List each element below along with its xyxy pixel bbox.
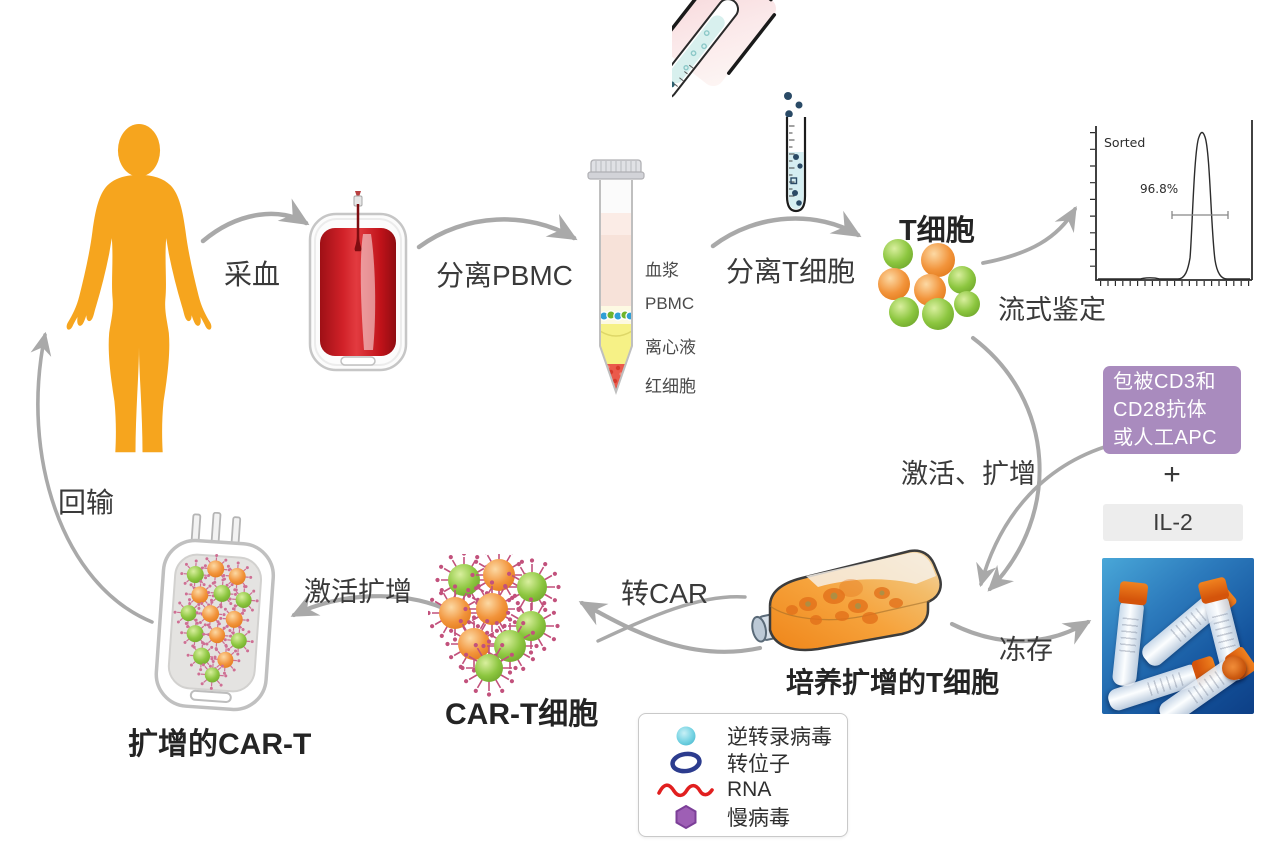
arrow-separate-t xyxy=(710,210,862,249)
tube-layer-label-plasma: 血浆 xyxy=(645,261,679,280)
arrow-reinfuse xyxy=(30,331,154,624)
arrow-freeze xyxy=(949,619,1092,645)
arrow-transduce-car-ribbon xyxy=(596,595,747,643)
infusion-bag-icon xyxy=(154,512,276,712)
antibody-box-line3: 或人工APC xyxy=(1113,427,1218,449)
plus-sign: + xyxy=(1163,458,1181,491)
retrovirus-icon xyxy=(655,724,717,748)
legend-label: 慢病毒 xyxy=(727,806,790,830)
il2-box: IL-2 xyxy=(1103,504,1243,541)
flow-histogram: Sorted 96.8% xyxy=(1090,120,1253,286)
legend-label: RNA xyxy=(727,777,772,801)
flow-plot-peak xyxy=(1098,131,1250,280)
flow-plot-percent: 96.8% xyxy=(1140,182,1178,196)
cryovial xyxy=(1111,600,1145,688)
legend-row-retrovirus: 逆转录病毒 xyxy=(655,722,847,749)
arrow-activate-expand-2 xyxy=(290,593,455,618)
arrow-stimulation-to-flask xyxy=(976,441,1120,588)
antibody-box-line1: 包被CD3和 xyxy=(1113,371,1217,393)
label-car-t-cells: CAR-T细胞 xyxy=(445,698,599,731)
legend-row-lentivirus: 慢病毒 xyxy=(655,803,847,830)
bag-cells-group xyxy=(172,553,260,691)
legend-label: 逆转录病毒 xyxy=(727,725,832,749)
arrow-activate-expand xyxy=(971,336,1042,592)
legend-box: 逆转录病毒 转位子 RNA 慢病毒 xyxy=(638,713,848,837)
label-activate-expand-2: 激活扩增 xyxy=(304,577,412,607)
arrow-separate-pbmc xyxy=(416,213,578,250)
patient-silhouette xyxy=(66,124,212,453)
t-cell-cluster-icon xyxy=(878,239,980,330)
antibody-box-line2: CD28抗体 xyxy=(1113,399,1208,421)
label-expanded-car-t: 扩增的CAR-T xyxy=(128,728,312,761)
flow-plot-gate xyxy=(1171,211,1229,219)
label-activate-expand: 激活、扩增 xyxy=(901,459,1036,489)
arrow-to-flow-plot xyxy=(981,206,1077,265)
flow-plot-title: Sorted xyxy=(1104,135,1145,150)
tube-layer-label-rbc: 红细胞 xyxy=(645,377,696,396)
label-reinfuse: 回输 xyxy=(58,487,115,518)
label-t-cells: T细胞 xyxy=(899,215,975,247)
tube-layer-label-medium: 离心液 xyxy=(645,338,696,357)
car-t-cell-cluster-icon xyxy=(428,554,576,698)
lentivirus-icon xyxy=(655,804,717,830)
blood-bag-icon xyxy=(308,191,408,372)
arrow-draw-blood xyxy=(200,198,310,244)
label-cultured-t-cells: 培养扩增的T细胞 xyxy=(786,667,1000,698)
label-separate-t-cells: 分离T细胞 xyxy=(726,256,856,287)
transposon-icon xyxy=(655,750,717,775)
label-transduce-car: 转CAR xyxy=(621,578,709,609)
culture-flask-icon xyxy=(751,549,942,652)
rna-icon xyxy=(655,781,717,799)
cryovials-photo xyxy=(1102,558,1254,714)
legend-label: 转位子 xyxy=(727,752,790,776)
car-t-cells-group xyxy=(429,554,559,695)
cryovial-cap xyxy=(1222,656,1246,680)
label-flow-identify: 流式鉴定 xyxy=(998,295,1106,325)
label-draw-blood: 采血 xyxy=(224,259,281,290)
antibody-box: 包被CD3和 CD28抗体 或人工APC xyxy=(1103,366,1241,454)
pouring-tube-icon xyxy=(672,0,807,213)
arrow-transduce-car xyxy=(578,600,763,654)
tube-layer-label-pbmc: PBMC xyxy=(645,294,695,313)
centrifuge-tube-icon xyxy=(587,159,645,396)
legend-row-rna: RNA xyxy=(655,776,847,803)
label-freeze: 冻存 xyxy=(999,635,1053,665)
label-separate-pbmc: 分离PBMC xyxy=(436,260,573,291)
legend-row-transposon: 转位子 xyxy=(655,749,847,776)
